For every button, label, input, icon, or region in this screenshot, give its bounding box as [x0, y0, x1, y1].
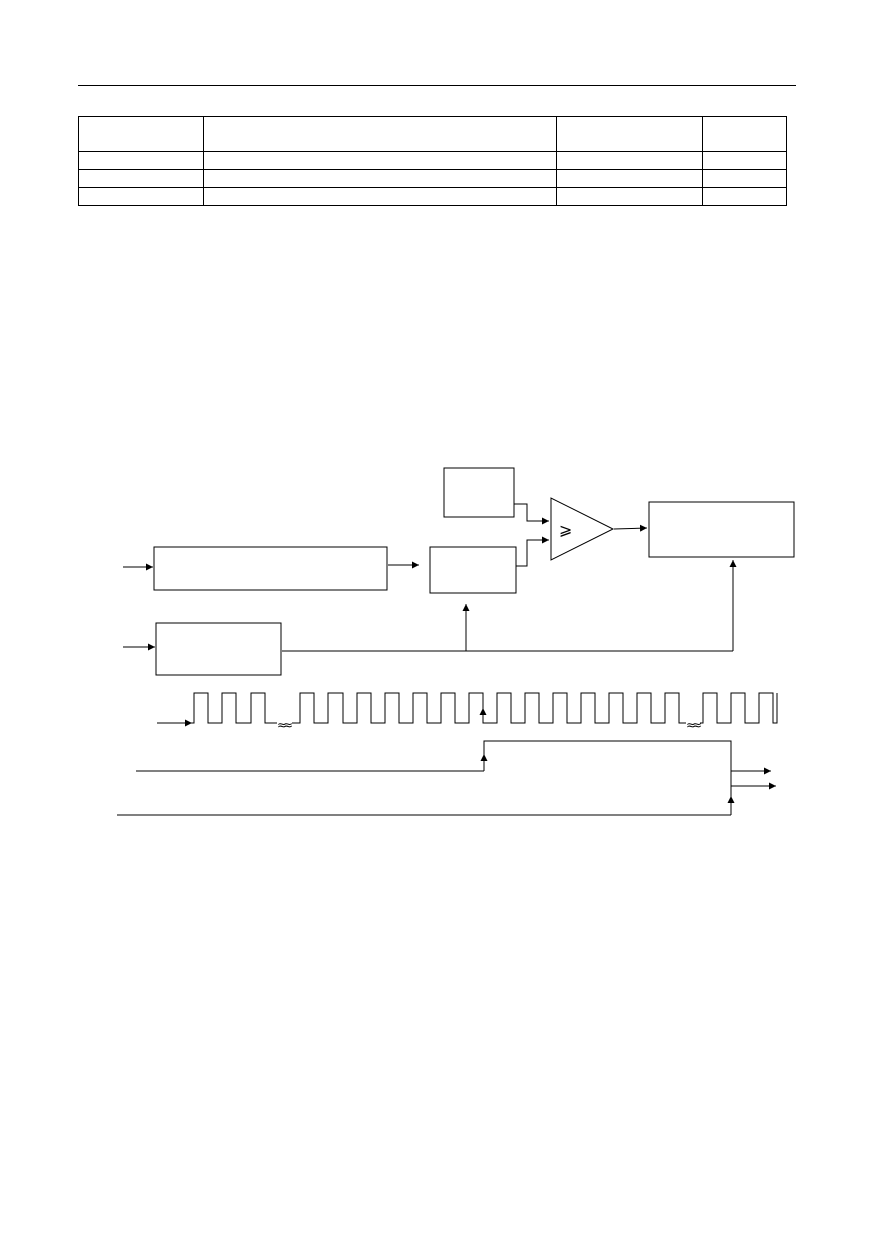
- spec-table: [78, 116, 787, 206]
- comparator-to-output-arrow: [613, 524, 648, 532]
- break-mark: ≈: [686, 718, 696, 732]
- table-row: [78, 187, 787, 206]
- comparator-symbol: ⩾: [559, 520, 572, 539]
- break-mark: ≈: [277, 718, 287, 732]
- output-block: [648, 501, 795, 558]
- register-to-comparator-arrow: [516, 536, 549, 567]
- table-header-row: [78, 116, 787, 152]
- reference-to-comparator-arrow: [514, 503, 549, 525]
- table-cell: [702, 187, 787, 206]
- long-input-block: [153, 546, 388, 591]
- comparator-triangle: [550, 497, 615, 561]
- clock-waveform-segment-1: [192, 692, 277, 724]
- table-header-cell: [702, 116, 787, 152]
- register-block: [429, 546, 517, 594]
- reference-block: [443, 467, 515, 518]
- break-mark: ≈: [283, 718, 293, 732]
- clock-waveform-segment-2: [292, 692, 686, 724]
- clock-waveform-segment-3: [700, 692, 778, 724]
- gate-line: [483, 740, 732, 800]
- control-block: [155, 622, 282, 676]
- page-header-rule: [78, 85, 796, 86]
- break-mark: ≈: [692, 718, 702, 732]
